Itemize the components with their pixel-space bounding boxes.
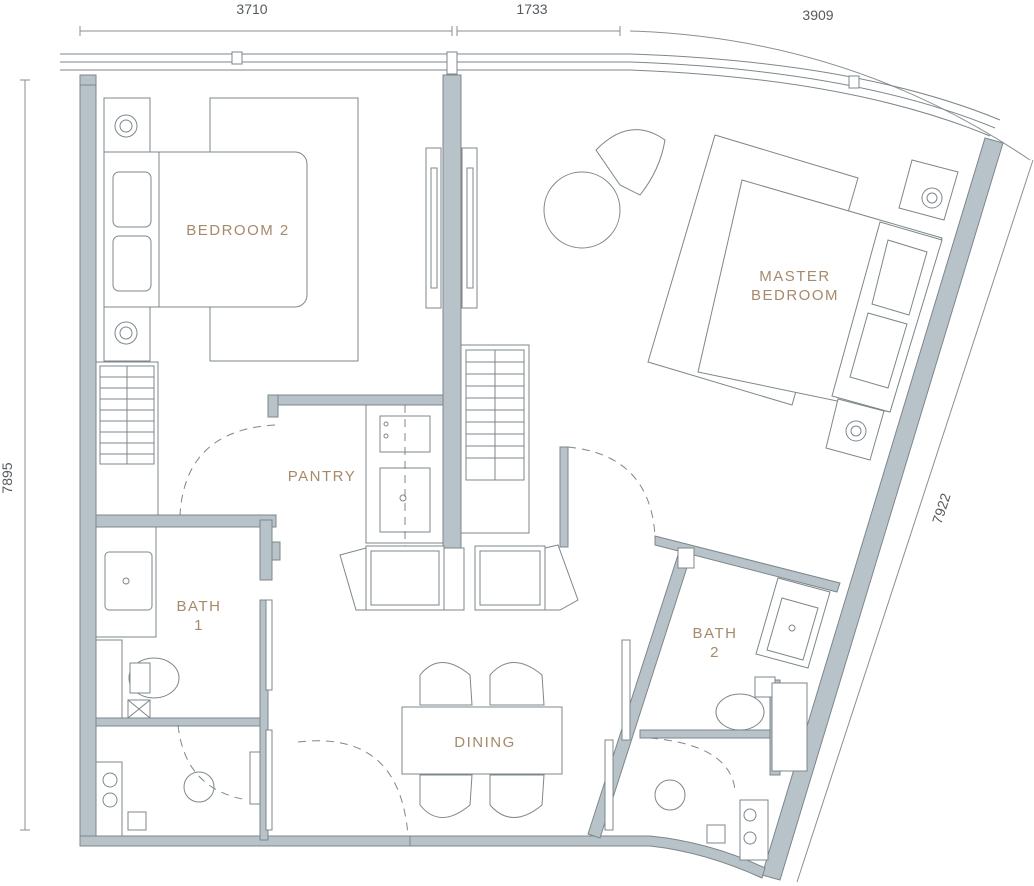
bath1-fixtures bbox=[95, 526, 409, 837]
window-lines bbox=[60, 51, 1001, 137]
label-bath1-line1: BATH bbox=[177, 598, 222, 615]
label-dining: DINING bbox=[454, 734, 516, 751]
label-bath1-line2: 1 bbox=[194, 617, 204, 634]
label-master-line1: MASTER bbox=[759, 268, 831, 285]
bath2-fixtures bbox=[604, 547, 831, 861]
label-bedroom2: BEDROOM 2 bbox=[186, 222, 290, 239]
label-bath2-line2: 2 bbox=[710, 644, 720, 661]
dimension-lines bbox=[20, 26, 1034, 883]
dim-top-right: 3909 bbox=[802, 7, 833, 23]
dim-top-mid: 1733 bbox=[516, 1, 547, 17]
dim-right-height: 7922 bbox=[929, 491, 954, 526]
label-bath2-line1: BATH bbox=[693, 625, 738, 642]
label-master-line2: BEDROOM bbox=[751, 287, 839, 304]
label-pantry: PANTRY bbox=[288, 468, 356, 485]
dim-top-left: 3710 bbox=[236, 1, 267, 17]
pantry-fixtures bbox=[339, 404, 579, 611]
bedroom2-furniture bbox=[95, 97, 478, 516]
master-furniture bbox=[460, 129, 959, 537]
dim-left-height: 7895 bbox=[0, 462, 15, 493]
dining-furniture bbox=[401, 662, 563, 818]
